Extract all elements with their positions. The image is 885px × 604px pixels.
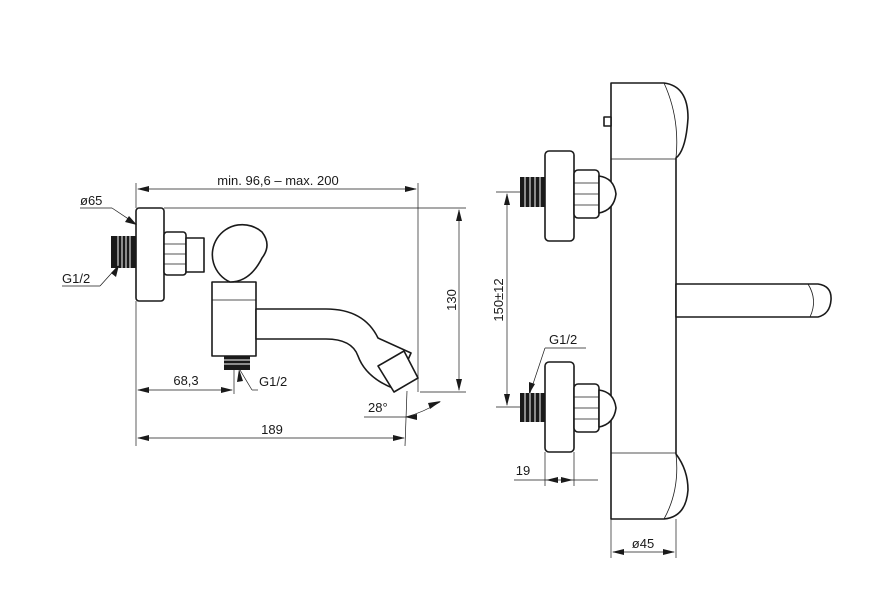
connector-neck — [185, 237, 205, 273]
dim-thread-right-label: G1/2 — [549, 332, 577, 347]
dim-height-label: 130 — [444, 289, 459, 311]
valve-body — [211, 223, 268, 283]
dim-total-length-label: 189 — [261, 422, 283, 437]
front-view-dimensions: 150±12 G1/2 19 ø45 — [491, 191, 677, 558]
dim-centers-label: 150±12 — [491, 278, 506, 321]
front-spout — [675, 283, 832, 318]
dim-offset-label: 68,3 — [173, 373, 198, 388]
side-view-dimensions: min. 96,6 – max. 200 130 ø65 G1/2 68,3 G… — [62, 173, 466, 447]
thread-left — [111, 236, 136, 268]
upper-connection — [520, 150, 617, 242]
front-view — [520, 82, 832, 520]
thread-bottom — [224, 356, 250, 370]
dim-mount-range-label: min. 96,6 – max. 200 — [217, 173, 338, 188]
dim-flange-dia-label: ø65 — [80, 193, 102, 208]
wall-flange — [135, 207, 165, 302]
dim-body-dia-label: ø45 — [632, 536, 654, 551]
hex-nut-left — [163, 231, 187, 276]
dim-thread-left-label: G1/2 — [62, 271, 90, 286]
dim-angle-label: 28° — [368, 400, 388, 415]
lower-connection — [520, 361, 617, 453]
dim-depth-label: 19 — [516, 463, 530, 478]
side-view — [111, 207, 419, 393]
top-pin — [603, 116, 612, 127]
spout-tube — [255, 308, 412, 390]
spout-block — [211, 281, 257, 357]
dim-thread-bottom-label: G1/2 — [259, 374, 287, 389]
